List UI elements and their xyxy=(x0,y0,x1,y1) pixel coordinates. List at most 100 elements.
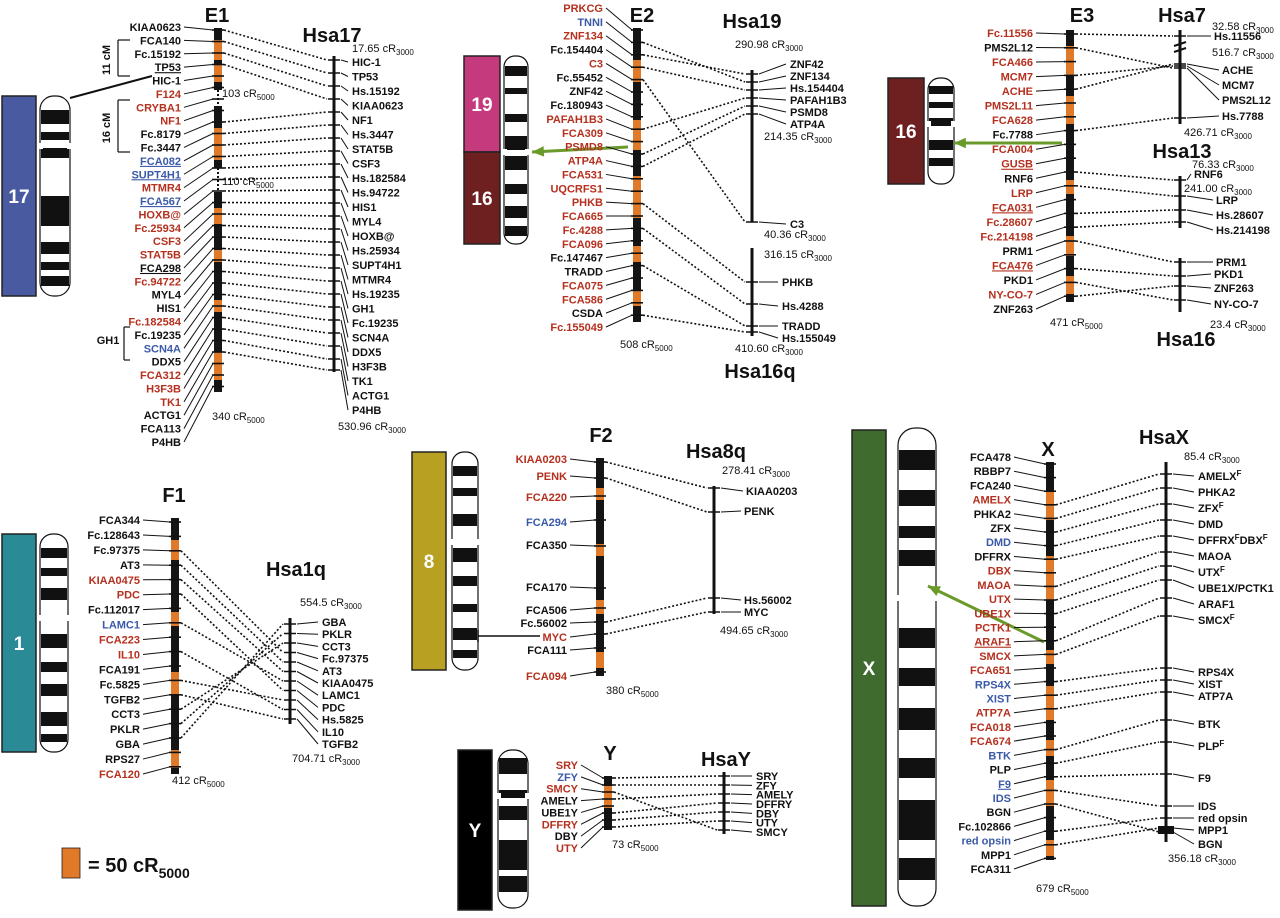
homology-link xyxy=(224,112,327,122)
marker-tick xyxy=(606,266,632,272)
marker-tick xyxy=(1036,117,1065,120)
marker-kiaa0203: KIAA0203 xyxy=(516,454,567,466)
marker-fca240: FCA240 xyxy=(970,480,1011,492)
g-band xyxy=(899,450,935,470)
chr16-box-label: 16 xyxy=(471,189,492,210)
centromere-left xyxy=(497,793,501,799)
marker-prkcg: PRKCG xyxy=(563,3,603,15)
homology-link xyxy=(1056,818,1159,831)
marker-zfy: ZFY xyxy=(557,772,578,784)
legend-text: = 50 cR5000 xyxy=(88,855,190,881)
hsay-tick-link xyxy=(731,812,752,813)
hsa7-tick-link xyxy=(1187,68,1219,100)
hsa19-top: 290.98 cR3000 xyxy=(735,39,804,53)
marker-ube1x: UBE1X xyxy=(974,608,1011,620)
scale-segment xyxy=(214,40,222,60)
marker-fca004: FCA004 xyxy=(992,144,1034,156)
panel-e1-title: E1 xyxy=(205,5,229,27)
hsa1q-tick-link xyxy=(297,662,318,671)
marker-tick xyxy=(1036,103,1065,106)
marker-tick xyxy=(1036,255,1065,266)
marker-fc-55452: Fc.55452 xyxy=(557,72,603,84)
homology-link xyxy=(643,114,745,166)
marker-xist: XIST xyxy=(987,694,1012,706)
marker-tick xyxy=(184,53,213,54)
hsax-bot: 356.18 cR3000 xyxy=(1168,853,1237,867)
hsax-amelx: AMELXF xyxy=(1198,469,1242,483)
marker-fca096: FCA096 xyxy=(562,239,603,251)
panel-e2-title: E2 xyxy=(630,5,654,27)
hsa1q-tgfb2: TGFB2 xyxy=(322,739,358,751)
hsax-btk: BTK xyxy=(1198,719,1221,731)
hsa16-pkd1: PKD1 xyxy=(1214,269,1243,281)
e3-bar xyxy=(1066,30,1074,302)
ideogram-8 xyxy=(451,452,479,670)
panel-f2-title: F2 xyxy=(589,425,612,447)
marker-tick xyxy=(581,789,603,792)
marker-tick xyxy=(570,648,595,650)
centromere-right xyxy=(951,121,955,127)
homology-link xyxy=(1076,34,1173,36)
scale-segment xyxy=(604,786,612,808)
marker-maoa: MAOA xyxy=(977,580,1011,592)
marker-cct3: CCT3 xyxy=(111,709,140,721)
marker-tick xyxy=(1014,831,1045,840)
homology-link xyxy=(224,214,327,216)
marker-rps4x: RPS4X xyxy=(975,679,1012,691)
marker-phkb: PHKB xyxy=(572,197,603,209)
panel-y-title: Y xyxy=(603,743,617,765)
x-length: 679 cR5000 xyxy=(1036,883,1089,897)
marker-tick xyxy=(143,594,170,595)
marker-gusb: GUSB xyxy=(1001,159,1033,171)
marker-smcy: SMCY xyxy=(546,784,578,796)
marker-tick xyxy=(606,202,632,203)
marker-znf263: ZNF263 xyxy=(993,304,1033,316)
hsa7-pms2l12: PMS2L12 xyxy=(1222,95,1271,107)
g-band xyxy=(41,734,67,742)
marker-tick xyxy=(184,375,213,429)
panel-hsax-title: HsaX xyxy=(1139,427,1190,449)
marker-tick xyxy=(1036,89,1065,91)
hsa17-hoxb-: HOXB@ xyxy=(352,231,395,243)
marker-fca311: FCA311 xyxy=(971,864,1011,876)
hsa7-tick-link xyxy=(1187,116,1219,118)
hsa19-znf42: ZNF42 xyxy=(790,59,824,71)
marker-kiaa0475: KIAA0475 xyxy=(89,575,140,587)
hsa1q-kiaa0475: KIAA0475 xyxy=(322,678,373,690)
hsa17-hs-94722: Hs.94722 xyxy=(352,188,400,200)
hsa16q-tick-link xyxy=(759,332,778,338)
chr19-box-label: 19 xyxy=(471,95,492,116)
scale-segment xyxy=(596,488,604,500)
hsa8q-tick-link xyxy=(721,598,741,600)
g-band xyxy=(505,184,527,194)
hsa16q-hs-4288: Hs.4288 xyxy=(782,301,824,313)
marker-fca113: FCA113 xyxy=(141,424,181,436)
marker-tick xyxy=(184,341,213,389)
marker-btk: BTK xyxy=(988,750,1011,762)
hsa1q-tick-link xyxy=(297,700,318,720)
marker-tick xyxy=(1014,654,1045,655)
y-length: 73 cR5000 xyxy=(612,839,659,853)
panel-hsay-title: HsaY xyxy=(701,749,752,771)
marker-scn4a: SCN4A xyxy=(144,343,181,355)
marker-tick xyxy=(570,587,595,588)
marker-fca567: FCA567 xyxy=(140,196,181,208)
e1-bar-top xyxy=(214,28,222,90)
hsa17-hs-182584: Hs.182584 xyxy=(352,173,407,185)
homology-link xyxy=(1076,269,1173,276)
panel-hsa16q-title: Hsa16q xyxy=(724,361,795,383)
marker-tick xyxy=(606,8,632,30)
marker-tick xyxy=(570,545,595,546)
centromere-left xyxy=(927,121,931,127)
marker-fca628: FCA628 xyxy=(992,115,1033,127)
hsa13-tick-link xyxy=(1187,222,1213,230)
scale-segment xyxy=(1046,686,1054,720)
marker-fc-28607: Fc.28607 xyxy=(987,217,1033,229)
marker-tick xyxy=(606,22,632,43)
hsa17-bottom: 530.96 cR3000 xyxy=(338,421,407,435)
hsa16q-bot: 410.60 cR3000 xyxy=(735,343,804,357)
panel-e3-title: E3 xyxy=(1070,5,1094,27)
marker-tick xyxy=(606,253,632,257)
